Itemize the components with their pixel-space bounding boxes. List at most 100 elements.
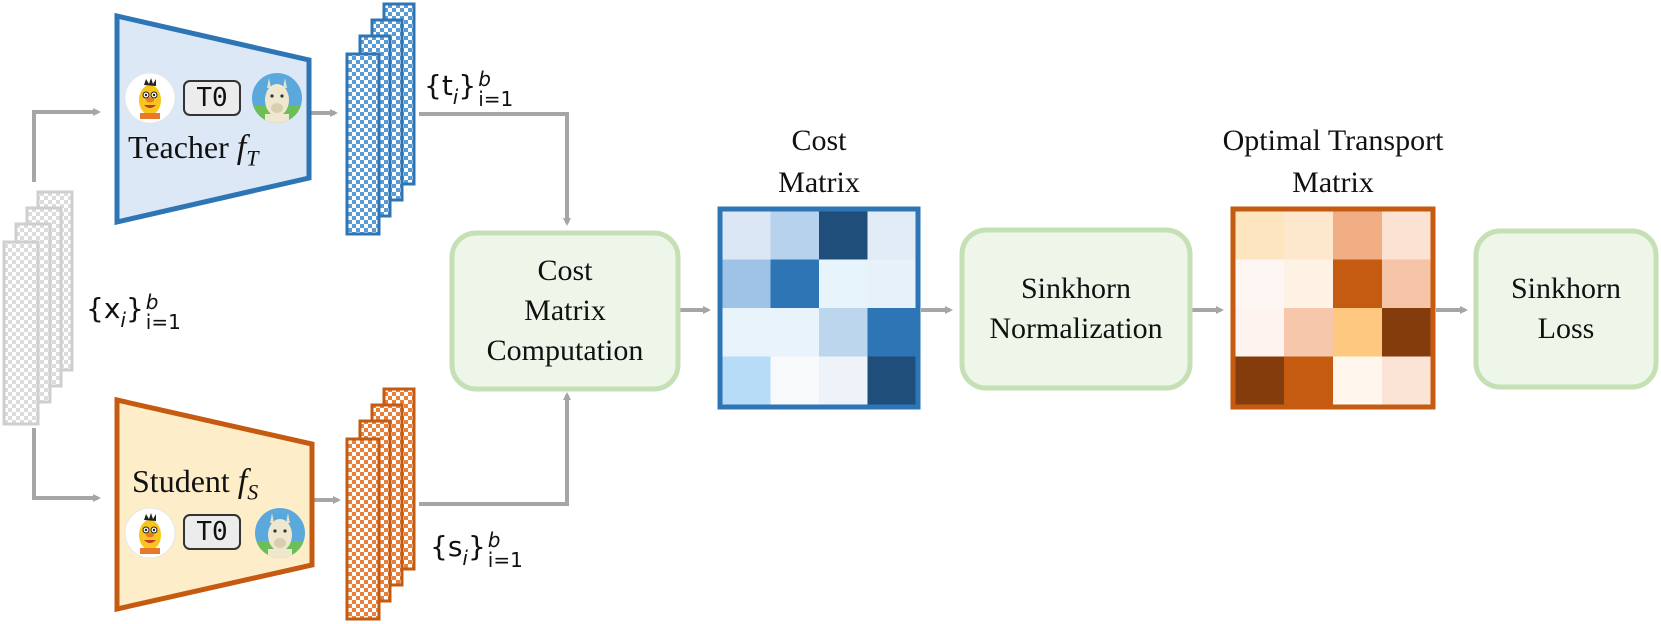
student-fn-sub: S [247,479,259,505]
cost-matrix-title-line-2: Matrix [778,166,860,199]
ot-matrix-cell-r3-c2 [1333,356,1383,406]
ot-matrix-cell-r2-c2 [1333,308,1383,357]
connectors [32,108,1468,506]
cost-computation-box [449,230,681,392]
cost-matrix-title: Cost Matrix [720,120,918,204]
student-set-open: {s [430,530,463,563]
ot-matrix-cell-r3-c3 [1382,356,1432,406]
ot-matrix-cell-r1-c1 [1284,259,1334,309]
student-set-close: } [467,530,486,563]
ot-matrix [1235,211,1432,406]
bert-icon [124,72,176,124]
cost-matrix-cell-r0-c3 [867,211,917,260]
student-feature-stack [345,387,416,621]
ot-matrix-cell-r0-c3 [1382,211,1432,260]
llama-icon [252,73,302,123]
cost-computation-line-1: Cost [537,254,593,287]
cost-matrix-cell-r2-c3 [867,308,917,357]
llama-icon [255,508,305,558]
sinkhorn-loss-line-2: Loss [1537,312,1595,345]
student-fn: f [237,463,248,500]
teacher-block [114,12,312,226]
t0-badge-teacher: T0 [183,80,241,116]
input-to-student-arrow [32,428,101,502]
cost-matrix-cell-r3-c0 [722,356,771,406]
cost-matrix-cell-r1-c1 [770,259,820,309]
cost-matrix-cell-r2-c0 [722,308,771,357]
sinkhorn-norm-line-2: Normalization [989,312,1163,345]
ot-matrix-cell-r1-c2 [1333,259,1383,309]
student-features-to-cost-arrow [419,392,571,506]
ot-matrix-border [1230,206,1436,410]
sinkhorn-loss-box [1473,228,1659,390]
student-set-range: i=1 [487,548,523,572]
bert-icon [124,507,176,559]
cost-matrix-cell-r0-c1 [770,211,820,260]
ot-matrix-cell-r3-c0 [1235,356,1285,406]
input-set-close: } [125,292,144,325]
ot-matrix-cell-r1-c3 [1382,259,1432,309]
teacher-set-sup: b [478,67,491,91]
cost-matrix [722,211,917,406]
cost-computation-line-2: Matrix [524,294,606,327]
ot-matrix-title-line-1: Optimal Transport [1222,124,1444,157]
student-label: Student fS [132,465,258,503]
sinkhorn-normalization-text: Sinkhorn Normalization [962,230,1190,388]
t0-badge-student: T0 [183,514,241,550]
cost-matrix-border [717,206,921,410]
input-set-sup: b [145,290,159,314]
teacher-set-sub: i [452,84,459,109]
ot-matrix-cell-r0-c2 [1333,211,1383,260]
teacher-set-open: {t [424,69,453,102]
sinkhorn-loss-text: Sinkhorn Loss [1476,231,1656,387]
teacher-name: Teacher [128,129,229,165]
sinkhorn-loss-line-1: Sinkhorn [1510,272,1621,305]
cost-matrix-cell-r1-c2 [819,259,868,309]
cost-matrix-cell-r3-c2 [819,356,868,406]
ot-matrix-cell-r0-c1 [1284,211,1334,260]
ot-matrix-title: Optimal Transport Matrix [1183,120,1483,204]
cost-matrix-cell-r2-c1 [770,308,820,357]
cost-matrix-cell-r1-c0 [722,259,771,309]
cost-computation-text: Cost Matrix Computation [452,233,678,389]
sinkhorn-norm-line-1: Sinkhorn [1020,272,1131,305]
input-set-range: i=1 [145,310,181,334]
student-block [114,396,315,613]
cost-matrix-cell-r1-c3 [867,259,917,309]
ot-matrix-cell-r0-c0 [1235,211,1285,260]
teacher-label: Teacher fT [128,131,258,169]
input-set-sub: i [120,307,126,332]
teacher-set-range: i=1 [478,87,514,111]
ot-matrix-cell-r1-c0 [1235,259,1285,309]
ot-matrix-cell-r2-c3 [1382,308,1432,357]
input-to-teacher-arrow [32,108,101,182]
teacher-feature-stack [345,2,416,236]
ot-matrix-cell-r2-c1 [1284,308,1334,357]
cost-matrix-cell-r2-c2 [819,308,868,357]
student-set-sub: i [462,545,468,570]
cost-matrix-cell-r0-c2 [819,211,868,260]
cost-computation-line-3: Computation [486,334,644,367]
ot-matrix-title-line-2: Matrix [1292,166,1374,199]
student-name: Student [132,463,230,499]
cost-matrix-cell-r3-c3 [867,356,917,406]
cost-matrix-cell-r0-c0 [722,211,771,260]
cost-matrix-cell-r3-c1 [770,356,820,406]
cost-matrix-title-line-1: Cost [791,124,847,157]
teacher-fn-sub: T [246,145,259,171]
teacher-set-close: } [458,69,477,102]
sinkhorn-normalization-box [959,227,1193,391]
teacher-features-to-cost-arrow [419,112,571,226]
student-set-sup: b [487,528,501,552]
ot-matrix-cell-r3-c1 [1284,356,1334,406]
input-set-open: {x [86,292,121,325]
input-stack [2,190,74,426]
teacher-fn: f [236,129,247,166]
